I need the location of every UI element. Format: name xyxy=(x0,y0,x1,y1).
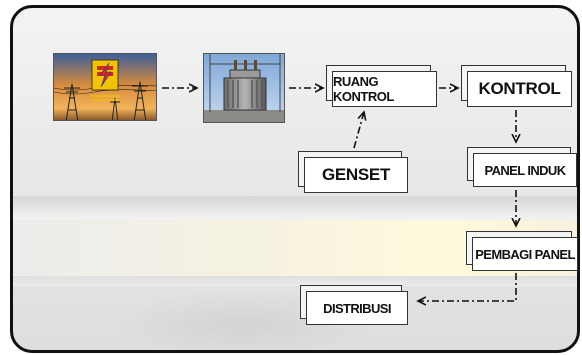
ruang-kontrol-box: RUANG KONTROL xyxy=(326,65,437,107)
pembagi-panel-box: PEMBAGI PANEL xyxy=(466,231,578,271)
panel-induk-label: PANEL INDUK xyxy=(473,153,577,187)
genset-box: GENSET xyxy=(298,151,408,193)
distribusi-label: DISTRIBUSI xyxy=(306,291,408,325)
genset-label: GENSET xyxy=(304,157,408,193)
ruang-kontrol-label: RUANG KONTROL xyxy=(332,71,437,107)
pln-power-grid-image xyxy=(53,53,157,121)
kontrol-label: KONTROL xyxy=(467,71,572,107)
arrow-pembagi-panel-to-distribusi xyxy=(418,273,517,301)
pln-logo xyxy=(90,59,120,101)
background-band xyxy=(13,276,577,286)
pln-power-grid-illustration xyxy=(54,54,156,120)
background-band xyxy=(13,196,577,220)
kontrol-box: KONTROL xyxy=(461,65,572,107)
pembagi-panel-label: PEMBAGI PANEL xyxy=(472,237,578,271)
panel-induk-box: PANEL INDUK xyxy=(467,147,577,187)
transformer-image xyxy=(203,53,285,123)
distribusi-box: DISTRIBUSI xyxy=(300,285,408,325)
arrow-genset-to-ruang-kontrol xyxy=(353,112,364,149)
transformer-illustration xyxy=(204,54,284,122)
